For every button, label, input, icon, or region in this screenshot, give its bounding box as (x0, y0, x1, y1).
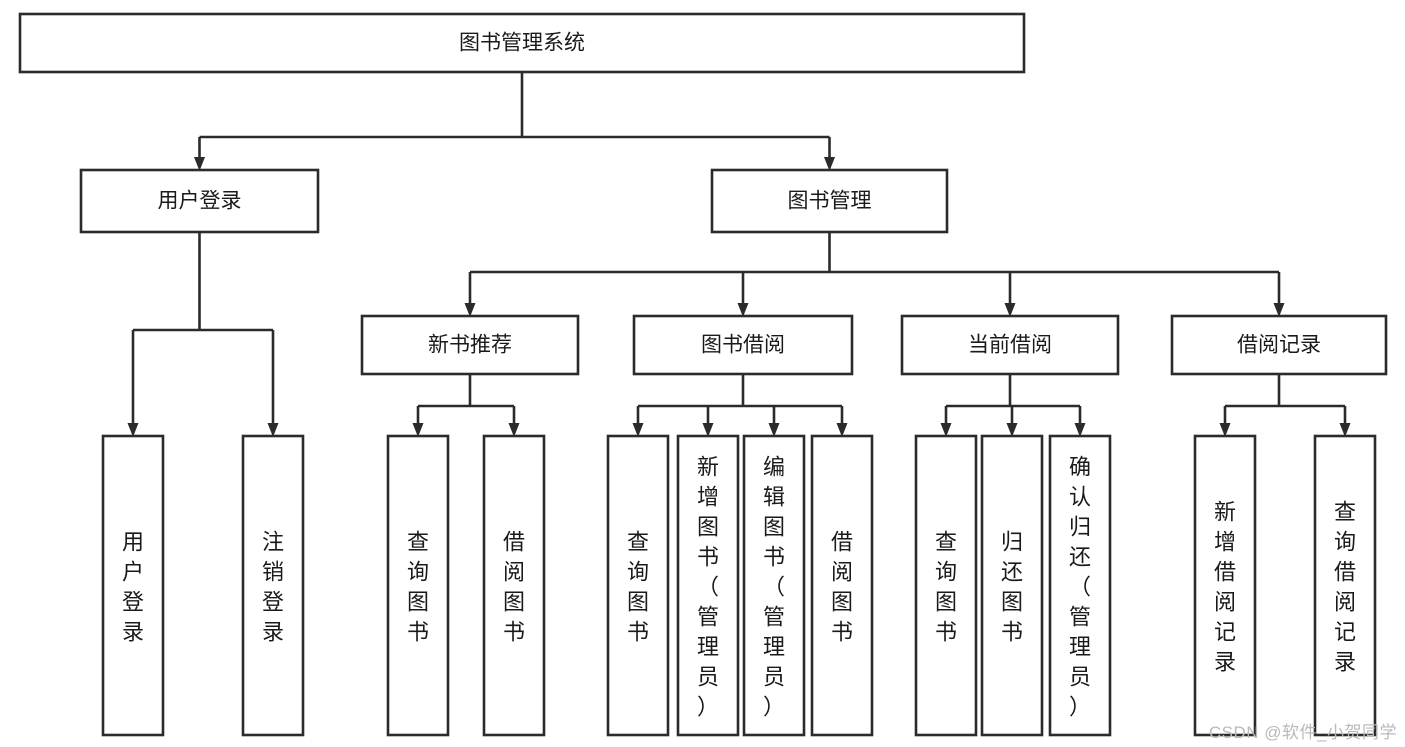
edge-arrow-icon (737, 303, 749, 317)
node-box (18, 12, 1026, 74)
node-label: 新书推荐 (428, 334, 512, 357)
edge-arrow-icon (1339, 423, 1351, 437)
node-label: 查询图书 (407, 530, 429, 645)
node-leaf_3[interactable]: 借阅图书 (482, 434, 546, 737)
edges-layer (127, 72, 1351, 437)
node-l2_2[interactable]: 当前借阅 (900, 314, 1120, 376)
edge-arrow-icon (127, 423, 139, 437)
node-label: 查询借阅记录 (1334, 500, 1356, 675)
node-label: 新增图书（管理员） (697, 455, 719, 720)
node-label: 图书管理系统 (459, 32, 585, 55)
nodes-layer: 图书管理系统用户登录图书管理新书推荐图书借阅当前借阅借阅记录用户登录注销登录查询… (18, 12, 1388, 737)
node-label: 借阅图书 (831, 530, 853, 645)
node-box (606, 434, 670, 737)
node-l1_0[interactable]: 用户登录 (79, 168, 320, 234)
edge-arrow-icon (632, 423, 644, 437)
node-leaf_12[interactable]: 查询借阅记录 (1313, 434, 1377, 737)
edge-arrow-icon (1004, 303, 1016, 317)
node-label: 编辑图书（管理员） (763, 455, 785, 720)
node-box (482, 434, 546, 737)
edge-arrow-icon (824, 157, 835, 171)
node-box (101, 434, 165, 737)
node-box (360, 314, 580, 376)
edge-arrow-icon (1074, 423, 1086, 437)
node-box (676, 434, 740, 737)
node-leaf_1[interactable]: 注销登录 (241, 434, 305, 737)
node-box (79, 168, 320, 234)
node-label: 当前借阅 (968, 334, 1052, 357)
node-box (980, 434, 1044, 737)
edge-arrow-icon (194, 157, 205, 171)
edge-arrow-icon (836, 423, 848, 437)
node-box (742, 434, 806, 737)
node-box (900, 314, 1120, 376)
edge-arrow-icon (464, 303, 476, 317)
node-label: 图书管理 (788, 190, 872, 213)
node-label: 新增借阅记录 (1214, 500, 1236, 675)
node-label: 图书借阅 (701, 334, 785, 357)
edge-arrow-icon (940, 423, 952, 437)
edge-arrow-icon (1006, 423, 1018, 437)
node-box (710, 168, 949, 234)
node-leaf_7[interactable]: 借阅图书 (810, 434, 874, 737)
node-l1_1[interactable]: 图书管理 (710, 168, 949, 234)
node-l2_0[interactable]: 新书推荐 (360, 314, 580, 376)
node-label: 归还图书 (1001, 530, 1023, 645)
edge-arrow-icon (412, 423, 424, 437)
node-box (1048, 434, 1112, 737)
node-label: 借阅图书 (503, 530, 525, 645)
node-label: 查询图书 (935, 530, 957, 645)
node-label: 借阅记录 (1237, 334, 1321, 357)
node-leaf_4[interactable]: 查询图书 (606, 434, 670, 737)
edge-arrow-icon (508, 423, 520, 437)
node-box (810, 434, 874, 737)
node-box (1193, 434, 1257, 737)
edge-arrow-icon (267, 423, 279, 437)
node-box (386, 434, 450, 737)
node-label: 确认归还（管理员） (1069, 455, 1091, 720)
node-box (914, 434, 978, 737)
node-l2_3[interactable]: 借阅记录 (1170, 314, 1388, 376)
node-label: 用户登录 (122, 530, 144, 645)
edge-arrow-icon (768, 423, 780, 437)
node-l2_1[interactable]: 图书借阅 (632, 314, 854, 376)
node-leaf_0[interactable]: 用户登录 (101, 434, 165, 737)
node-leaf_8[interactable]: 查询图书 (914, 434, 978, 737)
node-label: 查询图书 (627, 530, 649, 645)
csdn-watermark: CSDN @软件_小贺同学 (1208, 723, 1397, 742)
node-box (1313, 434, 1377, 737)
node-box (1170, 314, 1388, 376)
node-leaf_5[interactable]: 新增图书（管理员） (676, 434, 740, 737)
edge-arrow-icon (1273, 303, 1285, 317)
node-leaf_9[interactable]: 归还图书 (980, 434, 1044, 737)
node-box (632, 314, 854, 376)
node-leaf_2[interactable]: 查询图书 (386, 434, 450, 737)
edge-arrow-icon (1219, 423, 1231, 437)
node-leaf_11[interactable]: 新增借阅记录 (1193, 434, 1257, 737)
node-root[interactable]: 图书管理系统 (18, 12, 1026, 74)
node-box (241, 434, 305, 737)
node-label: 用户登录 (158, 190, 242, 213)
node-leaf_10[interactable]: 确认归还（管理员） (1048, 434, 1112, 737)
edge-arrow-icon (702, 423, 714, 437)
node-label: 注销登录 (262, 530, 284, 645)
node-leaf_6[interactable]: 编辑图书（管理员） (742, 434, 806, 737)
